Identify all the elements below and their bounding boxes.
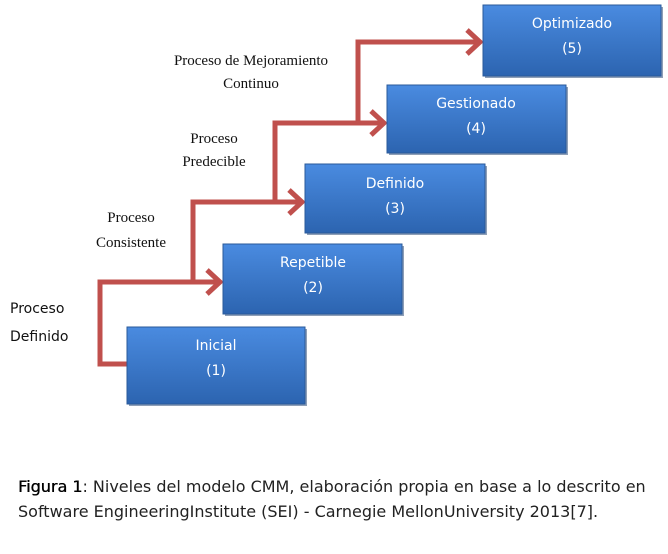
figure-caption-text: : Niveles del modelo CMM, elaboración pr… [18, 477, 646, 521]
figure-caption: Figura 1: Niveles del modelo CMM, elabor… [18, 474, 668, 524]
process-line: Predecible [182, 154, 246, 170]
arrow-2-3 [190, 199, 302, 282]
level-number: (4) [466, 121, 486, 137]
process-label-4: Proceso de Mejoramiento Continuo [174, 53, 328, 92]
arrow-1-2 [97, 279, 220, 367]
arrow-4-5 [355, 39, 480, 123]
process-label-2: Proceso Consistente [96, 210, 166, 251]
level-name: Gestionado [436, 96, 516, 112]
level-name: Repetible [280, 255, 346, 271]
step-arrows [97, 28, 484, 367]
level-box-5: Optimizado (5) [482, 4, 663, 78]
level-box-1: Inicial (1) [126, 326, 307, 406]
process-line: Proceso [190, 131, 238, 147]
level-number: (1) [206, 363, 226, 379]
level-box-2: Repetible (2) [222, 243, 404, 316]
process-line: Proceso [107, 210, 155, 226]
process-line: Proceso [10, 301, 64, 317]
arrow-3-4 [272, 120, 384, 202]
process-line: Definido [10, 329, 68, 345]
process-line: Proceso de Mejoramiento [174, 53, 328, 69]
level-name: Definido [366, 176, 424, 192]
level-number: (5) [562, 41, 582, 57]
figure-label: Figura 1 [18, 477, 83, 496]
process-label-1: Proceso Definido [10, 301, 68, 345]
process-line: Continuo [223, 76, 279, 92]
level-box-4: Gestionado (4) [386, 84, 568, 155]
level-number: (2) [303, 280, 323, 296]
level-box-3: Definido (3) [304, 163, 487, 235]
process-line: Consistente [96, 235, 166, 251]
level-name: Inicial [196, 338, 237, 354]
level-name: Optimizado [532, 16, 612, 32]
process-label-3: Proceso Predecible [182, 131, 246, 170]
level-number: (3) [385, 201, 405, 217]
